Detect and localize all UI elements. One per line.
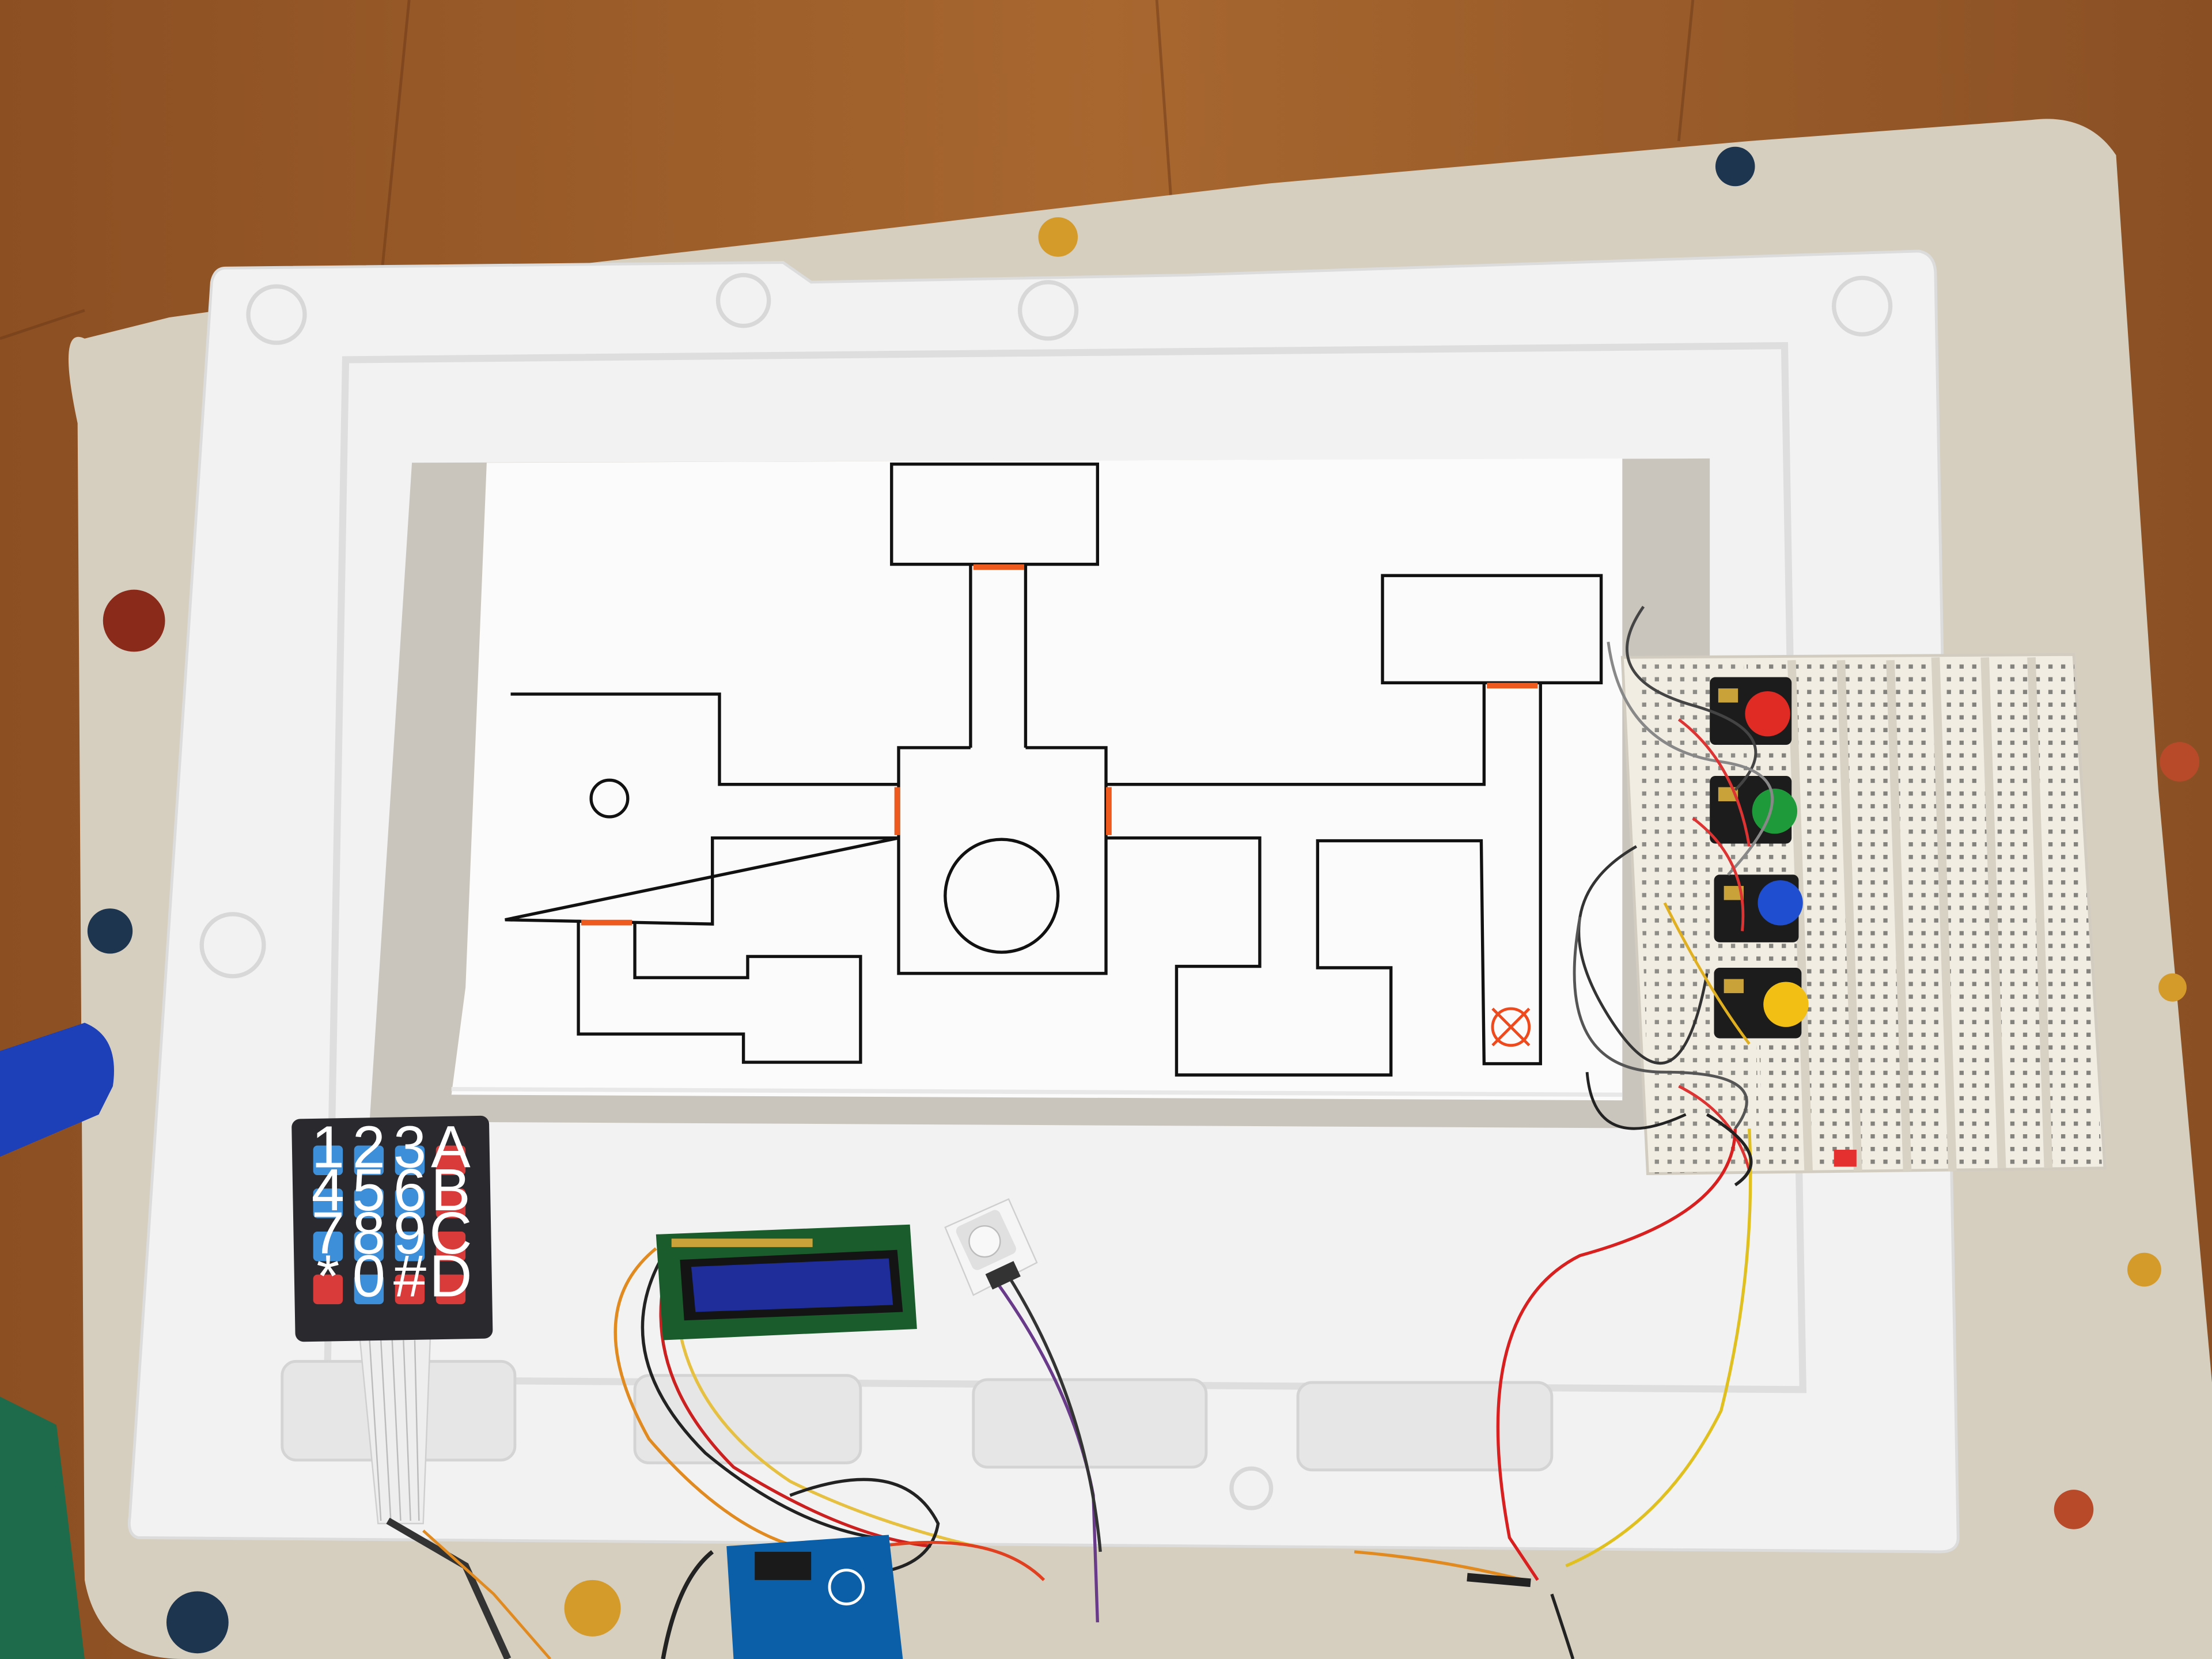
keypad-key-*[interactable] <box>313 1274 343 1305</box>
lcd-display <box>656 1224 917 1340</box>
keypad-key-label: 5 <box>353 1157 385 1223</box>
keypad-key-label: D <box>429 1243 472 1309</box>
keypad-ribbon <box>359 1336 551 1659</box>
maze-map <box>505 463 1603 1077</box>
keypad-key-7[interactable] <box>313 1231 343 1262</box>
keypad-key-label: 2 <box>353 1114 385 1180</box>
keypad-key-4[interactable] <box>313 1188 343 1218</box>
keypad-key-#[interactable] <box>395 1274 425 1305</box>
keypad-key-label: 4 <box>312 1157 344 1223</box>
target-x-icon <box>1491 1007 1531 1047</box>
foam-inner-frame <box>323 342 1807 1393</box>
keypad-key-5[interactable] <box>354 1188 384 1218</box>
breadboard-wires <box>1573 605 1774 1172</box>
green-button[interactable] <box>1752 788 1797 834</box>
blue-toy <box>0 1022 114 1157</box>
keypad-key-C[interactable] <box>435 1231 466 1262</box>
keypad-key-0[interactable] <box>354 1274 384 1305</box>
button-module-red <box>1710 677 1792 745</box>
foam-bumps <box>199 272 1893 1510</box>
keypad-key-3[interactable] <box>395 1145 425 1175</box>
keypad-key-label: 8 <box>353 1200 385 1266</box>
keypad-key-label: 7 <box>312 1200 344 1266</box>
corridor-right <box>1106 683 1542 1077</box>
keypad-key-label: * <box>316 1243 339 1309</box>
long-wires <box>613 1113 1753 1659</box>
keypad-key-D[interactable] <box>435 1274 466 1305</box>
keypad-key-label: 0 <box>353 1243 385 1309</box>
keypad-key-6[interactable] <box>395 1188 425 1218</box>
arduino-board <box>661 1535 903 1659</box>
room-left <box>505 692 899 926</box>
keypad-key-label: B <box>431 1157 471 1223</box>
blue-button[interactable] <box>1758 880 1803 926</box>
button-module-blue <box>1714 874 1803 942</box>
joystick-knob[interactable] <box>968 1225 1001 1258</box>
keypad-key-1[interactable] <box>313 1145 343 1175</box>
button-module-green <box>1710 775 1797 844</box>
central-circle <box>944 838 1060 954</box>
keypad-key-label: 9 <box>393 1200 426 1266</box>
joystick-module <box>944 1198 1038 1296</box>
button-module-yellow <box>1714 968 1809 1039</box>
keypad-key-8[interactable] <box>354 1231 384 1262</box>
floor-planks <box>0 0 1695 340</box>
keypad-key-B[interactable] <box>435 1188 466 1218</box>
lcd-screen <box>691 1258 893 1312</box>
keypad-key-label: C <box>429 1200 472 1266</box>
keypad-key-9[interactable] <box>395 1231 425 1262</box>
keypad-key-A[interactable] <box>435 1145 466 1175</box>
yellow-button[interactable] <box>1763 982 1809 1027</box>
keypad-key-label: # <box>393 1243 426 1309</box>
plastic-sheet-edge <box>451 1086 1623 1097</box>
cutting-mat <box>0 1396 85 1659</box>
room-central <box>897 746 1108 975</box>
left-circle <box>589 778 630 819</box>
keypad-key-label: 6 <box>393 1157 426 1223</box>
maze-paper <box>451 458 1623 1101</box>
rug-spots <box>87 146 2199 1654</box>
red-button[interactable] <box>1745 691 1790 737</box>
door-markers <box>581 564 1538 926</box>
keypad-key-label: 1 <box>312 1114 344 1180</box>
corridor-bottom-left <box>577 919 862 1064</box>
foam-pockets <box>281 1359 1554 1472</box>
keypad-key-2[interactable] <box>354 1145 384 1175</box>
keypad-key-label: 3 <box>393 1114 426 1180</box>
keypad-key-label: A <box>431 1114 471 1180</box>
